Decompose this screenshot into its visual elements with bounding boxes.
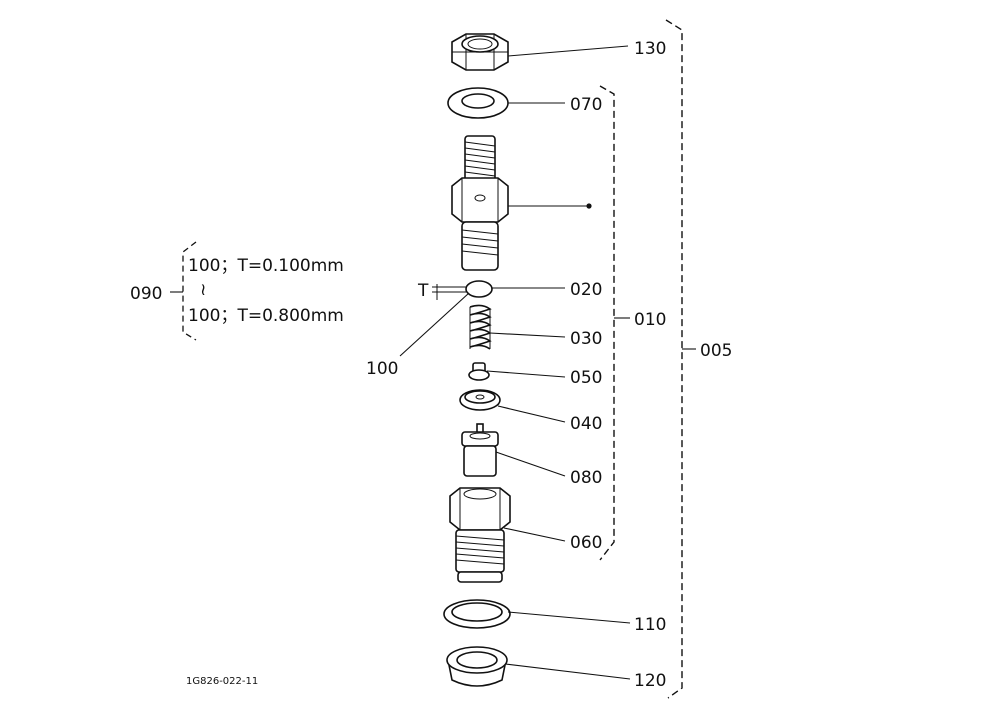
valve-050 <box>468 362 490 381</box>
bracket-090 <box>170 241 197 341</box>
label-060: 060 <box>570 533 602 553</box>
label-010: 010 <box>634 310 666 330</box>
nozzle-080 <box>461 423 499 477</box>
shim-020 <box>465 280 493 298</box>
seat-040 <box>459 389 501 411</box>
label-030: 030 <box>570 329 602 349</box>
label-090: 090 <box>130 284 162 304</box>
drawing-id: 1G826-022-11 <box>186 676 258 687</box>
label-040: 040 <box>570 414 602 434</box>
hex-nut-130 <box>451 33 509 71</box>
shim-range-mark: ≀ <box>200 280 206 300</box>
bracket-010 <box>599 85 630 561</box>
label-110: 110 <box>634 615 666 635</box>
thickness-indicator: T <box>417 281 466 301</box>
bracket-005 <box>665 19 696 699</box>
shim-max-thickness: 100；T=0.800mm <box>188 306 344 326</box>
thickness-symbol: T <box>417 281 429 301</box>
label-070: 070 <box>570 95 602 115</box>
label-130: 130 <box>634 39 666 59</box>
label-020: 020 <box>570 280 602 300</box>
label-005: 005 <box>700 341 732 361</box>
label-120: 120 <box>634 671 666 691</box>
retaining-nut-060 <box>449 487 511 583</box>
shim-min-thickness: 100；T=0.100mm <box>188 256 344 276</box>
holder-body <box>451 135 592 271</box>
ring-110 <box>443 599 511 629</box>
label-050: 050 <box>570 368 602 388</box>
leader-lines <box>399 45 631 680</box>
washer-070 <box>447 87 509 119</box>
cap-120 <box>446 646 508 687</box>
spring-030 <box>469 304 492 350</box>
label-100: 100 <box>366 359 398 379</box>
label-080: 080 <box>570 468 602 488</box>
